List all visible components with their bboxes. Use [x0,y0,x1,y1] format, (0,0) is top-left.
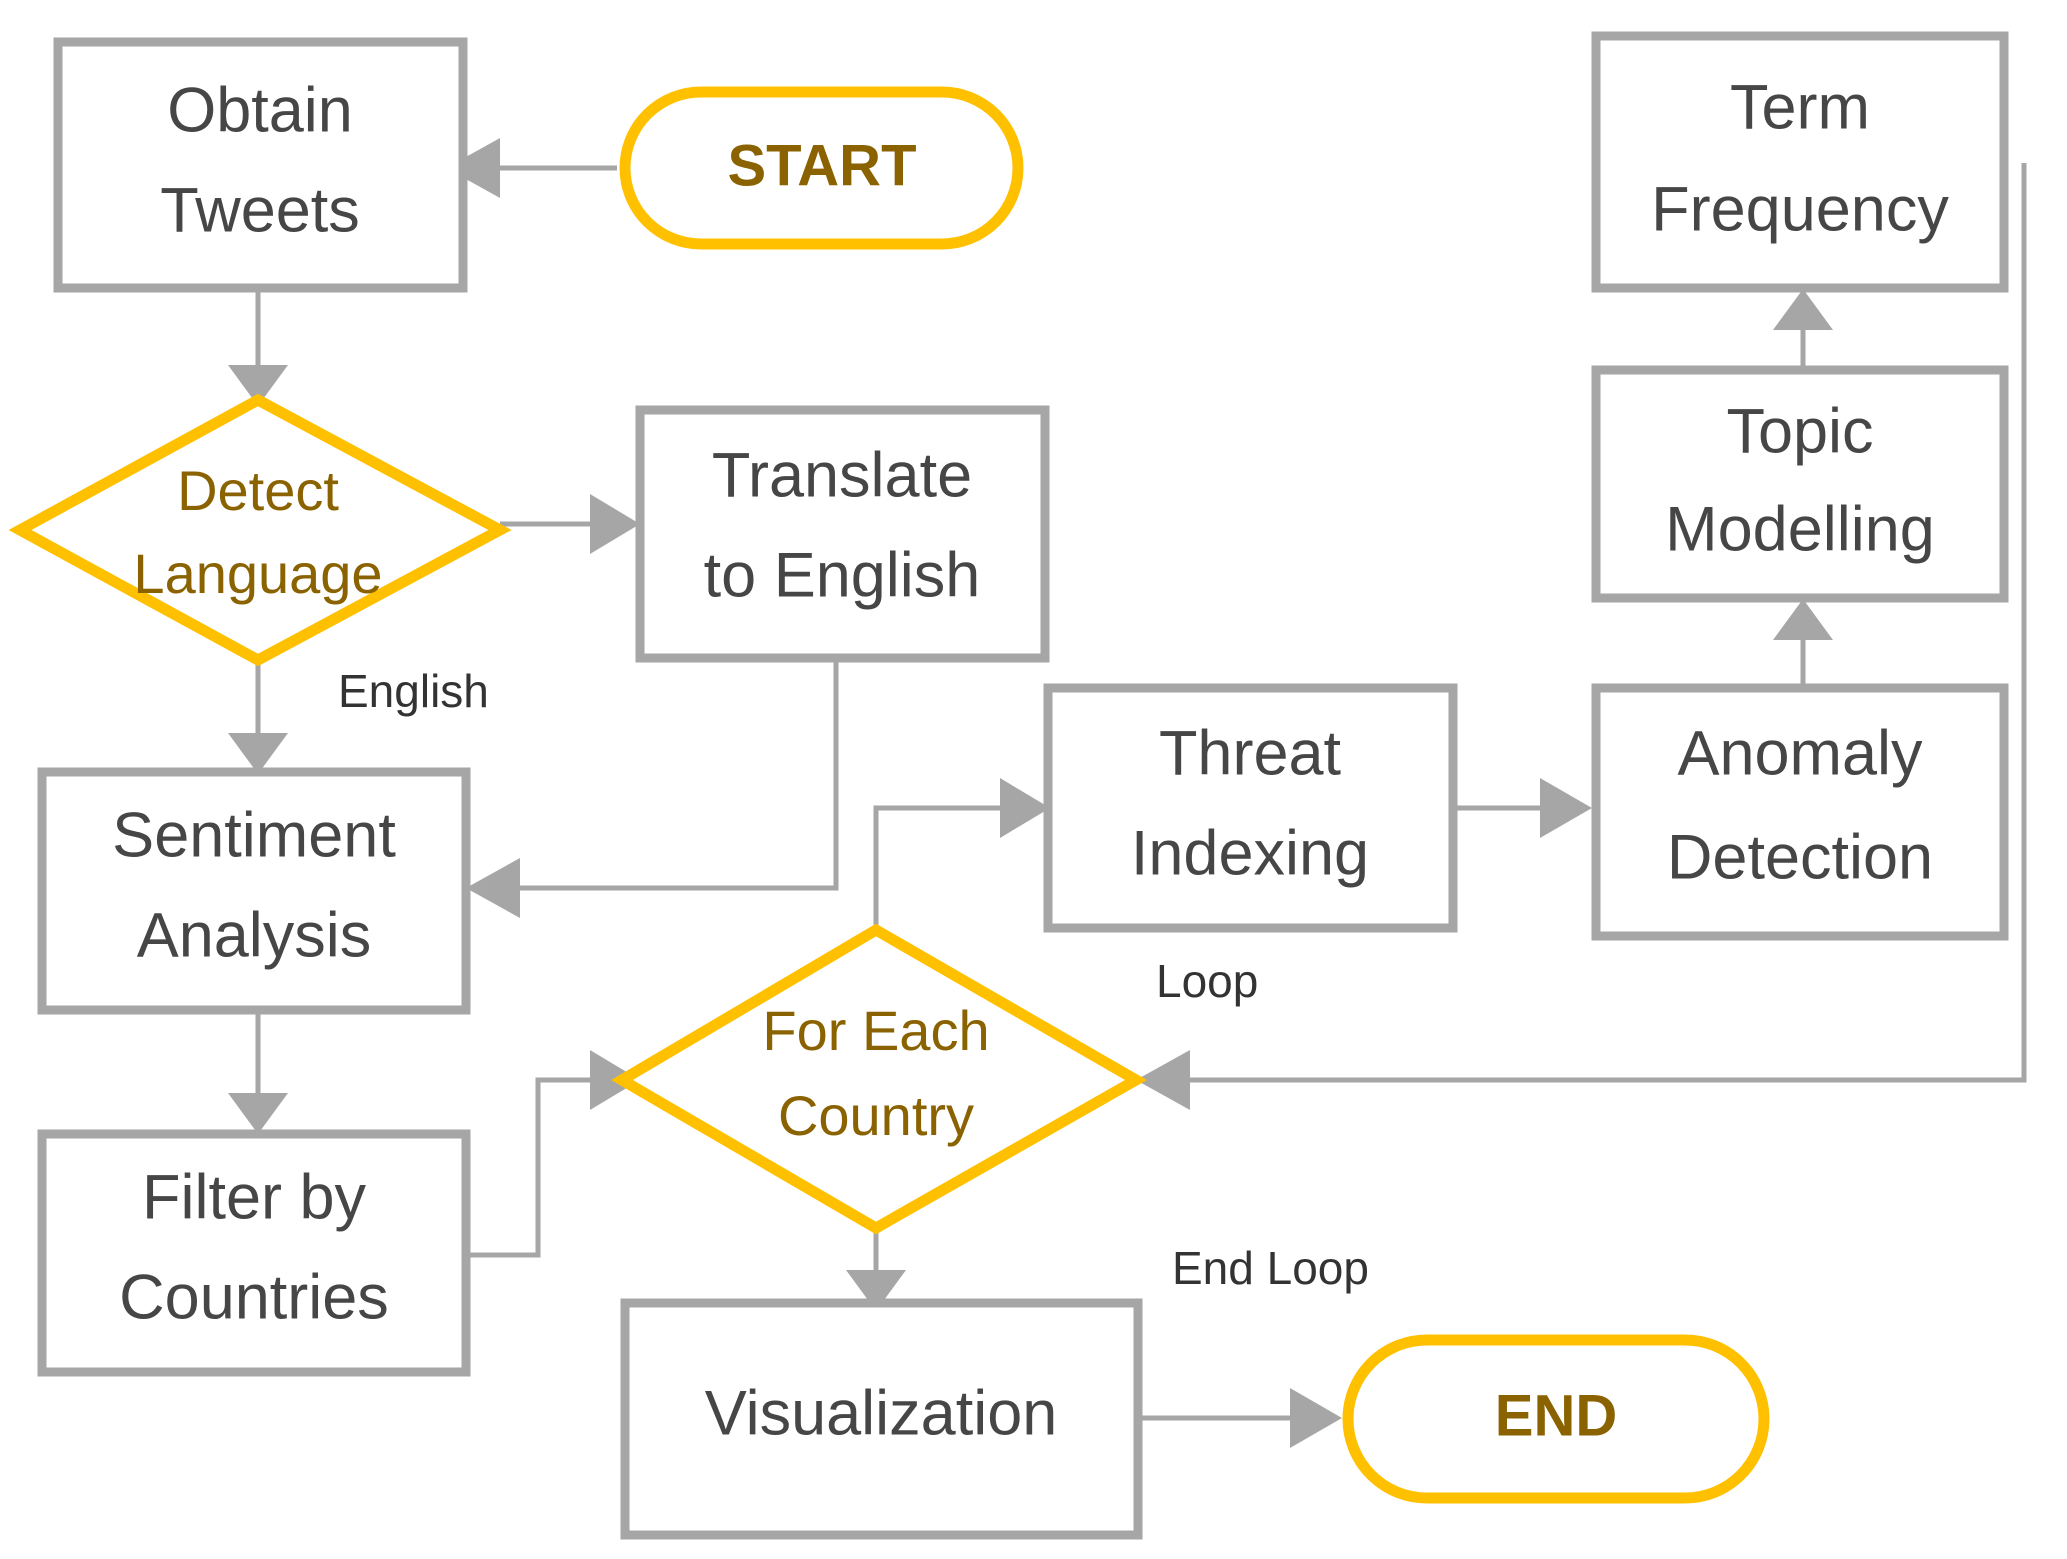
node-detect-language-label-line1: Detect [177,459,339,522]
node-threat-indexing[interactable]: Threat Indexing [1043,683,1458,933]
edge-obtain-tweets-to-detect-language [228,288,288,406]
node-term-frequency[interactable]: Term Frequency [1591,31,2009,293]
edge-anomaly-detection-to-topic-modelling [1773,599,1833,690]
node-filter-label-line2: Countries [119,1263,389,1333]
edge-threat-indexing-to-anomaly-detection [1453,778,1592,838]
node-visualization-label: Visualization [705,1379,1058,1449]
node-filter-label-line1: Filter by [142,1163,367,1233]
edge-translate-to-sentiment [466,658,839,918]
node-start[interactable]: START [619,86,1024,250]
node-obtain-tweets-label-line1: Obtain [167,76,353,146]
edge-term-frequency-to-for-each-country [1136,163,2027,1110]
edge-detect-language-to-sentiment [228,662,288,774]
node-sentiment-label-line1: Sentiment [112,801,396,871]
node-threat-indexing-label-line1: Threat [1159,719,1342,789]
edge-label-end-loop: End Loop [1172,1242,1369,1294]
node-filter-by-countries[interactable]: Filter by Countries [37,1129,471,1377]
node-sentiment-label-line2: Analysis [137,901,372,971]
node-anomaly-detection[interactable]: Anomaly Detection [1591,683,2009,941]
node-topic-modelling[interactable]: Topic Modelling [1591,365,2009,603]
edge-visualization-to-end [1140,1388,1342,1448]
edge-for-each-country-to-threat-indexing [873,778,1050,935]
node-anomaly-label-line1: Anomaly [1677,719,1923,789]
node-threat-indexing-label-line2: Indexing [1131,819,1369,889]
node-detect-language[interactable]: Detect Language [8,393,512,667]
node-end[interactable]: END [1342,1334,1770,1504]
edge-label-english: English [338,665,489,717]
edge-detect-language-to-translate [500,494,640,554]
node-sentiment-analysis[interactable]: Sentiment Analysis [37,767,471,1015]
node-visualization[interactable]: Visualization [620,1298,1143,1540]
node-for-each-country-label-line1: For Each [762,999,989,1062]
node-detect-language-label-line2: Language [133,542,382,605]
node-for-each-country[interactable]: For Each Country [611,923,1148,1235]
node-topic-modelling-label-line2: Modelling [1665,495,1935,565]
node-for-each-country-label-line2: Country [778,1084,974,1147]
node-topic-modelling-label-line1: Topic [1726,397,1873,467]
node-start-label: START [727,133,916,198]
edge-topic-modelling-to-term-frequency [1773,289,1833,372]
node-term-frequency-label-line2: Frequency [1651,175,1949,245]
edge-label-loop: Loop [1156,955,1258,1007]
node-translate-label-line2: to English [704,541,981,611]
node-term-frequency-label-line1: Term [1730,73,1870,143]
node-obtain-tweets-label-line2: Tweets [160,176,360,246]
node-anomaly-label-line2: Detection [1667,823,1933,893]
node-translate-label-line1: Translate [712,441,972,511]
edge-start-to-obtain-tweets [446,138,617,198]
edge-for-each-country-to-visualization [846,1225,906,1311]
node-obtain-tweets[interactable]: Obtain Tweets [53,37,468,293]
node-translate-to-english[interactable]: Translate to English [635,405,1050,663]
node-end-label: END [1495,1383,1617,1448]
edge-sentiment-to-filter [228,1010,288,1134]
